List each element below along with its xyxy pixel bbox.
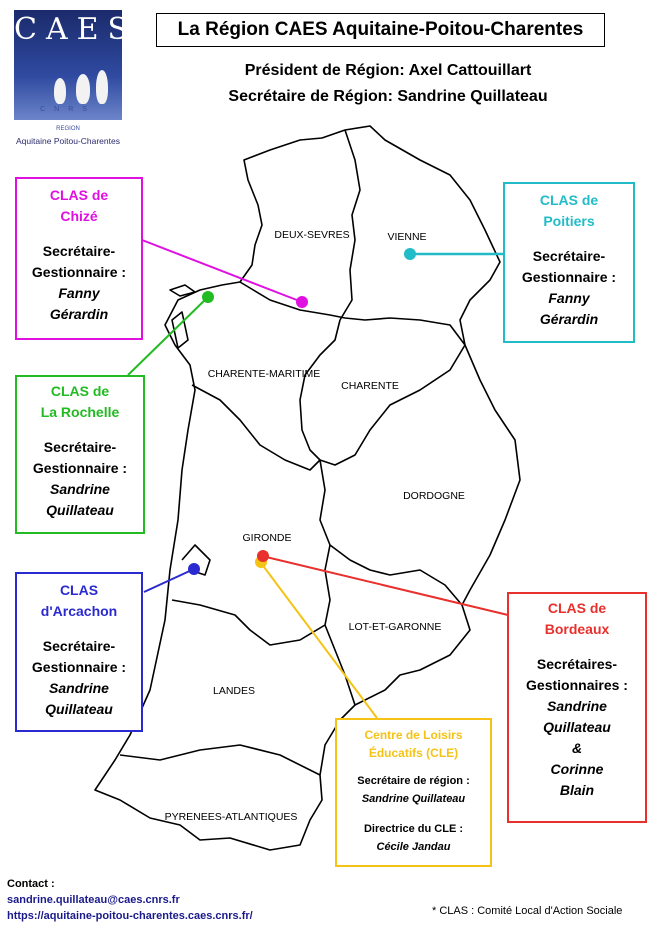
label-pyrenees-atlantiques: PYRENEES-ATLANTIQUES [165,811,298,823]
la-rochelle-role-2: Gestionnaire : [32,460,128,476]
coast-arcachon-bay [181,544,211,576]
bordeaux-role-1: Secrétaires- [536,656,618,672]
la-rochelle-title-2: La Rochelle [40,404,120,420]
bordeaux-person-4: Blain [559,782,595,798]
clas-arcachon-box: CLAS d'Arcachon Secrétaire- Gestionnaire… [15,572,143,732]
label-lot-et-garonne: LOT-ET-GARONNE [349,621,442,633]
chize-title-1: CLAS de [49,187,109,203]
poitiers-dot [404,248,416,260]
la-rochelle-person-1: Sandrine [50,481,110,497]
logo-region-name: Aquitaine Poitou-Charentes [16,136,120,146]
chize-person-1: Fanny [58,285,100,301]
la-rochelle-dot [202,291,214,303]
label-vienne: VIENNE [387,231,426,243]
poitiers-role-2: Gestionnaire : [521,269,617,285]
arcachon-leader-line [143,568,195,593]
bordeaux-dot [257,550,269,562]
border-gironde-dordogne [319,459,463,606]
bordeaux-person-3: Corinne [550,761,604,777]
la-rochelle-title-1: CLAS de [50,383,110,399]
label-landes: LANDES [213,685,255,697]
label-gironde: GIRONDE [242,532,291,544]
poitiers-title-2: Poitiers [543,213,595,229]
border-landes-pyrenees [119,744,321,776]
poitiers-title-1: CLAS de [539,192,599,208]
border-gironde-lot-et-garonne [171,544,331,646]
border-deux-sevres-vienne [339,129,361,321]
cle-role-2: Directrice du CLE : [363,823,464,835]
poitiers-role-1: Secrétaire- [532,248,606,264]
border-charente-maritime-charente [299,319,341,461]
president-line: Président de Région: Axel Cattouillart [244,62,532,79]
arcachon-role-1: Secrétaire- [42,638,116,654]
logo-figure-icon [96,70,108,104]
clas-bordeaux-box: CLAS de Bordeaux Secrétaires- Gestionnai… [507,592,647,823]
border-charente-dordogne [319,344,466,466]
label-charente: CHARENTE [341,380,399,392]
contact-label: Contact : [7,878,55,890]
island-oleron [171,311,189,349]
island-re [169,284,196,297]
logo-region-label: REGION [56,126,80,132]
contact-email-link[interactable]: sandrine.quillateau@caes.cnrs.fr [7,894,180,906]
logo-figure-icon [76,74,90,104]
clas-chize-box: CLAS de Chizé Secrétaire- Gestionnaire :… [15,177,143,340]
label-charente-maritime: CHARENTE-MARITIME [208,368,321,380]
arcachon-person-2: Quillateau [45,701,113,717]
bordeaux-person-1: Sandrine [547,698,607,714]
bordeaux-person-2: Quillateau [543,719,611,735]
cle-person-2: Cécile Jandau [376,841,451,853]
label-dordogne: DORDOGNE [403,490,465,502]
cle-box: Centre de Loisirs Éducatifs (CLE) Secrét… [335,718,492,867]
contact-website-link[interactable]: https://aquitaine-poitou-charentes.caes.… [7,910,253,922]
clas-poitiers-box: CLAS de Poitiers Secrétaire- Gestionnair… [503,182,635,343]
logo-letters: CAES [14,12,138,47]
cle-role-1: Secrétaire de région : [357,775,470,787]
bordeaux-title-1: CLAS de [547,600,607,616]
bordeaux-role-2: Gestionnaires : [526,677,628,693]
la-rochelle-person-2: Quillateau [46,502,114,518]
clas-la-rochelle-box: CLAS de La Rochelle Secrétaire- Gestionn… [15,375,145,534]
arcachon-role-2: Gestionnaire : [31,659,127,675]
border-landes-lot-et-garonne [324,624,356,706]
secretary-line: Secrétaire de Région: Sandrine Quillatea… [228,88,548,105]
bordeaux-title-2: Bordeaux [544,621,610,637]
la-rochelle-role-1: Secrétaire- [43,439,117,455]
cle-person-1: Sandrine Quillateau [361,793,466,805]
chize-title-2: Chizé [60,208,98,224]
chize-dot [296,296,308,308]
poitiers-person-2: Gérardin [539,311,599,327]
border-deux-sevres-south [239,281,466,346]
poitiers-person-1: Fanny [548,290,590,306]
cle-leader-line [260,562,378,719]
la-rochelle-leader-line [127,296,209,376]
chize-person-2: Gérardin [49,306,109,322]
caes-logo: CAES CNRS REGION Aquitaine Poitou-Charen… [14,10,138,150]
arcachon-title-1: CLAS [59,582,99,598]
arcachon-title-2: d'Arcachon [40,603,118,619]
logo-cnrs: CNRS [40,106,96,113]
cle-title-1: Centre de Loisirs [364,728,463,742]
page-title: La Région CAES Aquitaine-Poitou-Charente… [156,13,605,47]
bordeaux-ampersand: & [571,740,583,756]
cle-title-2: Éducatifs (CLE) [368,746,459,760]
border-gironde-north [191,384,321,471]
arcachon-dot [188,563,200,575]
logo-figure-icon [54,78,66,104]
contact-block: Contact : sandrine.quillateau@caes.cnrs.… [7,876,253,924]
chize-leader-line [141,239,303,303]
chize-role-2: Gestionnaire : [31,264,127,280]
arcachon-person-1: Sandrine [49,680,109,696]
label-deux-sevres: DEUX-SEVRES [274,229,349,241]
chize-role-1: Secrétaire- [42,243,116,259]
footnote: * CLAS : Comité Local d'Action Sociale [432,905,623,917]
bordeaux-leader-line [261,555,509,616]
